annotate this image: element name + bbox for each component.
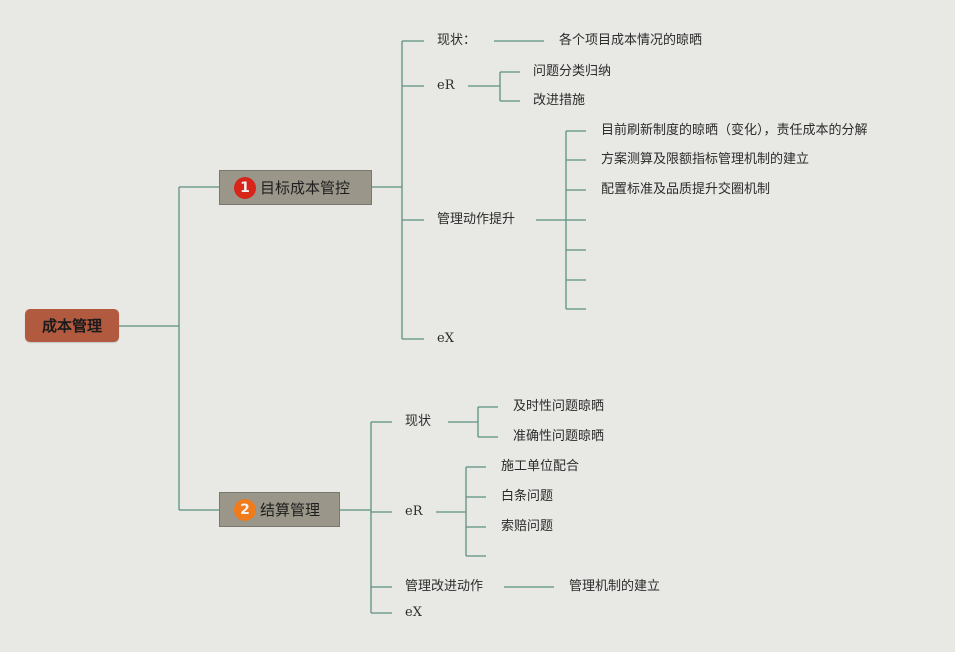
connector-b1-er — [468, 71, 520, 102]
number-badge-2: 2 — [234, 498, 256, 521]
node-er-item[interactable]: 改进措施 — [533, 93, 586, 108]
node-status[interactable]: 现状： — [437, 33, 477, 48]
node-status-detail[interactable]: 各个项目成本情况的晾晒 — [559, 33, 703, 48]
branch-label: 目标成本管控 — [260, 179, 351, 197]
connector-b2 — [340, 421, 392, 614]
root-node[interactable]: 成本管理 — [25, 309, 119, 342]
node-actions[interactable]: 管理动作提升 — [437, 212, 516, 227]
node-action-item[interactable]: 方案测算及限额指标管理机制的建立 — [601, 152, 810, 167]
branch-settlement[interactable]: 2 结算管理 — [219, 492, 340, 527]
node-action-item[interactable]: 目前刷新制度的晾晒（变化），责任成本的分解 — [601, 123, 868, 138]
root-label: 成本管理 — [41, 317, 102, 335]
node-actions[interactable]: 管理改进动作 — [405, 579, 484, 594]
connector-b2-status — [448, 406, 498, 438]
node-status-item[interactable]: 准确性问题晾晒 — [513, 429, 605, 444]
node-status-item[interactable]: 及时性问题晾晒 — [513, 399, 605, 414]
node-er-item[interactable]: 白条问题 — [501, 489, 554, 504]
branch-target-cost[interactable]: 1 目标成本管控 — [219, 170, 372, 205]
node-er-item[interactable]: 问题分类归纳 — [533, 64, 612, 79]
connector-b2-er — [436, 466, 486, 557]
branch-label: 结算管理 — [260, 501, 321, 519]
connector-root — [119, 186, 219, 511]
connector-b1-actions — [536, 130, 586, 310]
node-action-item[interactable]: 配置标准及品质提升交圈机制 — [601, 182, 771, 197]
node-er-item[interactable]: 施工单位配合 — [501, 459, 580, 474]
node-ex[interactable]: eX — [437, 331, 454, 346]
node-er[interactable]: eR — [437, 78, 455, 93]
node-er-item[interactable]: 索赔问题 — [501, 519, 554, 534]
node-er[interactable]: eR — [405, 504, 423, 519]
node-ex[interactable]: eX — [405, 605, 422, 620]
node-action-item[interactable]: 管理机制的建立 — [569, 579, 661, 594]
number-badge-1: 1 — [234, 176, 256, 199]
connector-b1 — [372, 40, 424, 340]
node-status[interactable]: 现状 — [405, 414, 432, 429]
